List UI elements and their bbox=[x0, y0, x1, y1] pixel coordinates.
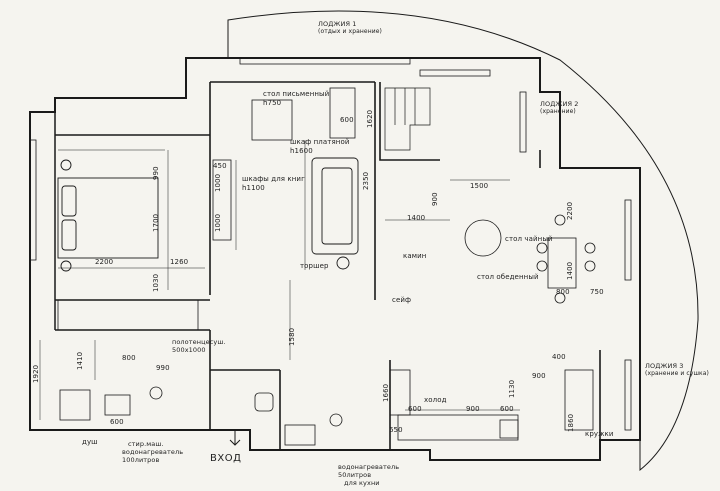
loggia-boundary bbox=[227, 10, 699, 472]
windows bbox=[29, 57, 632, 431]
dim-1400b: 1400 bbox=[566, 261, 574, 280]
dim-600d: 600 bbox=[500, 405, 514, 413]
water-heater-2-cap: 50литров bbox=[338, 471, 372, 479]
dim-2350: 2350 bbox=[362, 171, 370, 190]
towel-rail-label: полотенцесуш. bbox=[172, 338, 226, 346]
loggia-1-title: ЛОДЖИЯ 1 bbox=[318, 20, 357, 28]
dim-900b: 900 bbox=[532, 372, 546, 380]
water-heater-1-label: водонагреватель bbox=[122, 448, 184, 456]
dim-1580: 1580 bbox=[288, 327, 296, 346]
dim-1000a: 1000 bbox=[214, 173, 222, 192]
dim-1660: 1660 bbox=[382, 383, 390, 402]
dim-1000b: 1000 bbox=[214, 213, 222, 232]
bed bbox=[57, 159, 159, 272]
washer-label: стир.маш. bbox=[128, 440, 164, 448]
bookcase-height: h1100 bbox=[242, 184, 265, 192]
loggia-3-title: ЛОДЖИЯ 3 bbox=[645, 362, 684, 370]
stair bbox=[384, 87, 431, 151]
water-heater-2-label: водонагреватель bbox=[338, 463, 400, 471]
wardrobe-bedroom bbox=[57, 299, 199, 331]
dim-600a: 600 bbox=[340, 116, 354, 124]
lamp-label: торшер bbox=[300, 262, 329, 270]
water-heater-2-note: для кухни bbox=[344, 479, 380, 487]
dim-2200: 2200 bbox=[95, 258, 114, 266]
dimension-lines bbox=[39, 140, 520, 420]
dim-1030: 1030 bbox=[152, 273, 160, 292]
dim-600b: 600 bbox=[110, 418, 124, 426]
dim-900a: 900 bbox=[431, 192, 439, 206]
dim-400: 400 bbox=[552, 353, 566, 361]
entrance-label: ВХОД bbox=[210, 453, 242, 464]
water-heater-1-cap: 100литров bbox=[122, 456, 160, 464]
dim-2200b: 2200 bbox=[566, 201, 574, 220]
sofa bbox=[311, 157, 359, 270]
loggia-2-label: ЛОДЖИЯ 2 (хранение) bbox=[540, 100, 578, 116]
loggia-2-title: ЛОДЖИЯ 2 bbox=[540, 100, 579, 108]
dim-450: 450 bbox=[213, 162, 227, 170]
dim-990a: 990 bbox=[152, 166, 160, 180]
dim-1700: 1700 bbox=[152, 213, 160, 232]
dim-990b: 990 bbox=[156, 364, 170, 372]
loggia-3-label: ЛОДЖИЯ 3 (хранение и сушка) bbox=[645, 362, 709, 378]
kitchen-units bbox=[389, 369, 594, 441]
dim-1410: 1410 bbox=[76, 351, 84, 370]
towel-rail-size: 500х1000 bbox=[172, 346, 206, 354]
wardrobe-height: h1600 bbox=[290, 147, 313, 155]
dim-1500: 1500 bbox=[470, 182, 489, 190]
fridge-label: холод bbox=[424, 396, 447, 404]
dim-1920: 1920 bbox=[32, 364, 40, 383]
loggia-1-label: ЛОДЖИЯ 1 (отдых и хранение) bbox=[318, 20, 382, 36]
mugs-label: кружки bbox=[585, 430, 614, 438]
loggia-1-subtitle: (отдых и хранение) bbox=[318, 28, 382, 35]
bathroom-fixtures bbox=[59, 386, 343, 446]
dim-800b: 800 bbox=[122, 354, 136, 362]
dim-650: 650 bbox=[389, 426, 403, 434]
safe-label: сейф bbox=[392, 296, 412, 304]
shower-label: душ bbox=[82, 438, 98, 446]
dim-1860: 1860 bbox=[567, 413, 575, 432]
dim-900c: 900 bbox=[466, 405, 480, 413]
loggia-2-subtitle: (хранение) bbox=[540, 108, 576, 115]
wardrobe-label: шкаф платяной bbox=[290, 138, 350, 146]
dim-600c: 600 bbox=[408, 405, 422, 413]
loggia-3-subtitle: (хранение и сушка) bbox=[645, 370, 710, 377]
desk bbox=[212, 87, 356, 241]
tables bbox=[464, 214, 596, 304]
fireplace-label: камин bbox=[403, 252, 427, 260]
desk-height: h750 bbox=[263, 99, 282, 107]
dim-1400a: 1400 bbox=[407, 214, 426, 222]
dim-1130: 1130 bbox=[508, 379, 516, 398]
bookcase-label: шкафы для книг bbox=[242, 175, 305, 183]
tea-table-label: стол чайный bbox=[505, 235, 553, 243]
desk-label: стол письменный bbox=[263, 90, 330, 98]
dim-750: 750 bbox=[590, 288, 604, 296]
dim-800a: 800 bbox=[556, 288, 570, 296]
dim-1260: 1260 bbox=[170, 258, 189, 266]
dim-1620: 1620 bbox=[366, 109, 374, 128]
entry-arrow bbox=[229, 430, 241, 446]
dining-table-label: стол обеденный bbox=[477, 273, 539, 281]
outer-walls bbox=[29, 57, 641, 461]
